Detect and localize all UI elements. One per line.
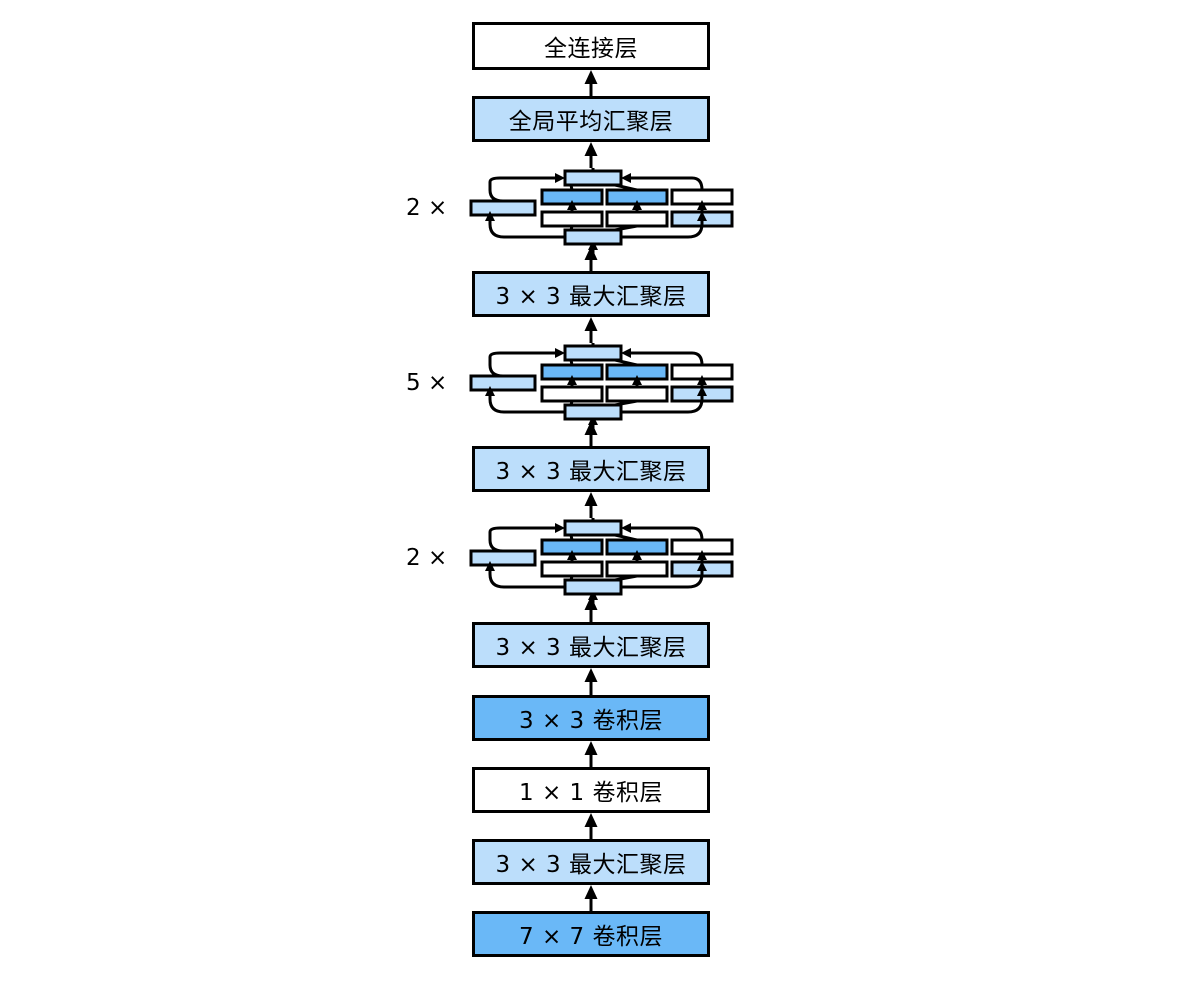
merge-bottom-box: [563, 578, 623, 596]
layer-box-conv-7x7: 7 × 7 卷积层: [472, 911, 710, 957]
merge-bottom-to-b4-curve: [621, 394, 704, 414]
layer-box-conv-3x3: 3 × 3 卷积层: [472, 695, 710, 741]
b4-in-arrowhead: [697, 561, 707, 571]
branch2-arrowhead: [567, 375, 577, 385]
flow-arrow-conv-3x3-to-pool-1: [584, 668, 598, 695]
branch3-arrowhead: [632, 200, 642, 210]
flow-arrow-pool-1-to-inc-bot: [584, 596, 598, 622]
merge-top-box: [563, 519, 623, 537]
merge-bottom-box: [563, 228, 623, 246]
merge-bottom-to-b1-curve: [488, 394, 565, 414]
layer-box-fc: 全连接层: [472, 22, 710, 70]
branch3-bottom-box: [605, 385, 669, 403]
branch2-arrowhead: [567, 200, 577, 210]
branch2-bottom-box: [540, 560, 604, 578]
b4-to-merge-top-curve: [629, 526, 704, 541]
branch2-arrowhead: [567, 550, 577, 560]
branch4-arrowhead: [697, 550, 707, 560]
merge-top-right-arrowhead: [621, 173, 631, 183]
inception-block: [466, 343, 734, 435]
flow-arrow-pool-0-to-conv-1x1: [584, 813, 598, 839]
layer-box-gap: 全局平均汇聚层: [472, 96, 710, 142]
merge-top-box: [563, 169, 623, 187]
b1-in-arrowhead: [485, 561, 495, 571]
branch2-bottom-box: [540, 385, 604, 403]
b1-in-arrowhead: [485, 211, 495, 221]
layer-box-pool-2: 3 × 3 最大汇聚层: [472, 446, 710, 492]
merge-bottom-box: [563, 403, 623, 421]
merge-bottom-to-b1-curve: [488, 569, 565, 589]
b4-in-arrowhead: [697, 386, 707, 396]
repeat-count-label: 2 ×: [406, 545, 448, 571]
branch3-arrowhead: [632, 550, 642, 560]
merge-top-right-arrowhead: [621, 523, 631, 533]
merge-top-right-arrowhead: [621, 348, 631, 358]
b1-to-merge-top-curve: [488, 351, 557, 378]
merge-bottom-to-b4-curve: [621, 219, 704, 239]
flow-arrow-conv-1x1-to-conv-3x3: [584, 741, 598, 767]
b4-to-merge-top-curve: [629, 351, 704, 366]
b4-to-merge-top-curve: [629, 176, 704, 191]
b4-in-arrowhead: [697, 211, 707, 221]
branch3-bottom-box: [605, 210, 669, 228]
merge-bottom-to-b4-curve: [621, 569, 704, 589]
flow-arrow-gap-to-fc: [584, 70, 598, 96]
layer-box-pool-1: 3 × 3 最大汇聚层: [472, 622, 710, 668]
repeat-count-label: 2 ×: [406, 195, 448, 221]
branch4-arrowhead: [697, 200, 707, 210]
flow-arrow-inc-top-to-gap: [584, 142, 598, 168]
flow-arrow-conv-7x7-to-pool-0: [584, 885, 598, 911]
branch4-arrowhead: [697, 375, 707, 385]
repeat-count-label: 5 ×: [406, 370, 448, 396]
flow-arrow-inc-mid-to-pool-3: [584, 317, 598, 343]
layer-box-pool-3: 3 × 3 最大汇聚层: [472, 271, 710, 317]
branch1-box: [469, 199, 537, 217]
merge-top-left-arrowhead: [555, 523, 565, 533]
b1-to-merge-top-curve: [488, 176, 557, 203]
flow-arrow-inc-bot-to-pool-2: [584, 492, 598, 518]
merge-top-left-arrowhead: [555, 173, 565, 183]
inception-block: [466, 518, 734, 610]
merge-bottom-to-b1-curve: [488, 219, 565, 239]
layer-box-pool-0: 3 × 3 最大汇聚层: [472, 839, 710, 885]
branch3-arrowhead: [632, 375, 642, 385]
flow-arrow-pool-2-to-inc-mid: [584, 421, 598, 446]
branch1-box: [469, 374, 537, 392]
b1-in-arrowhead: [485, 386, 495, 396]
branch1-box: [469, 549, 537, 567]
merge-top-left-arrowhead: [555, 348, 565, 358]
flow-arrow-pool-3-to-inc-top: [584, 246, 598, 271]
layer-box-conv-1x1: 1 × 1 卷积层: [472, 767, 710, 813]
b1-to-merge-top-curve: [488, 526, 557, 553]
merge-top-box: [563, 344, 623, 362]
branch3-bottom-box: [605, 560, 669, 578]
inception-block: [466, 168, 734, 260]
branch2-bottom-box: [540, 210, 604, 228]
